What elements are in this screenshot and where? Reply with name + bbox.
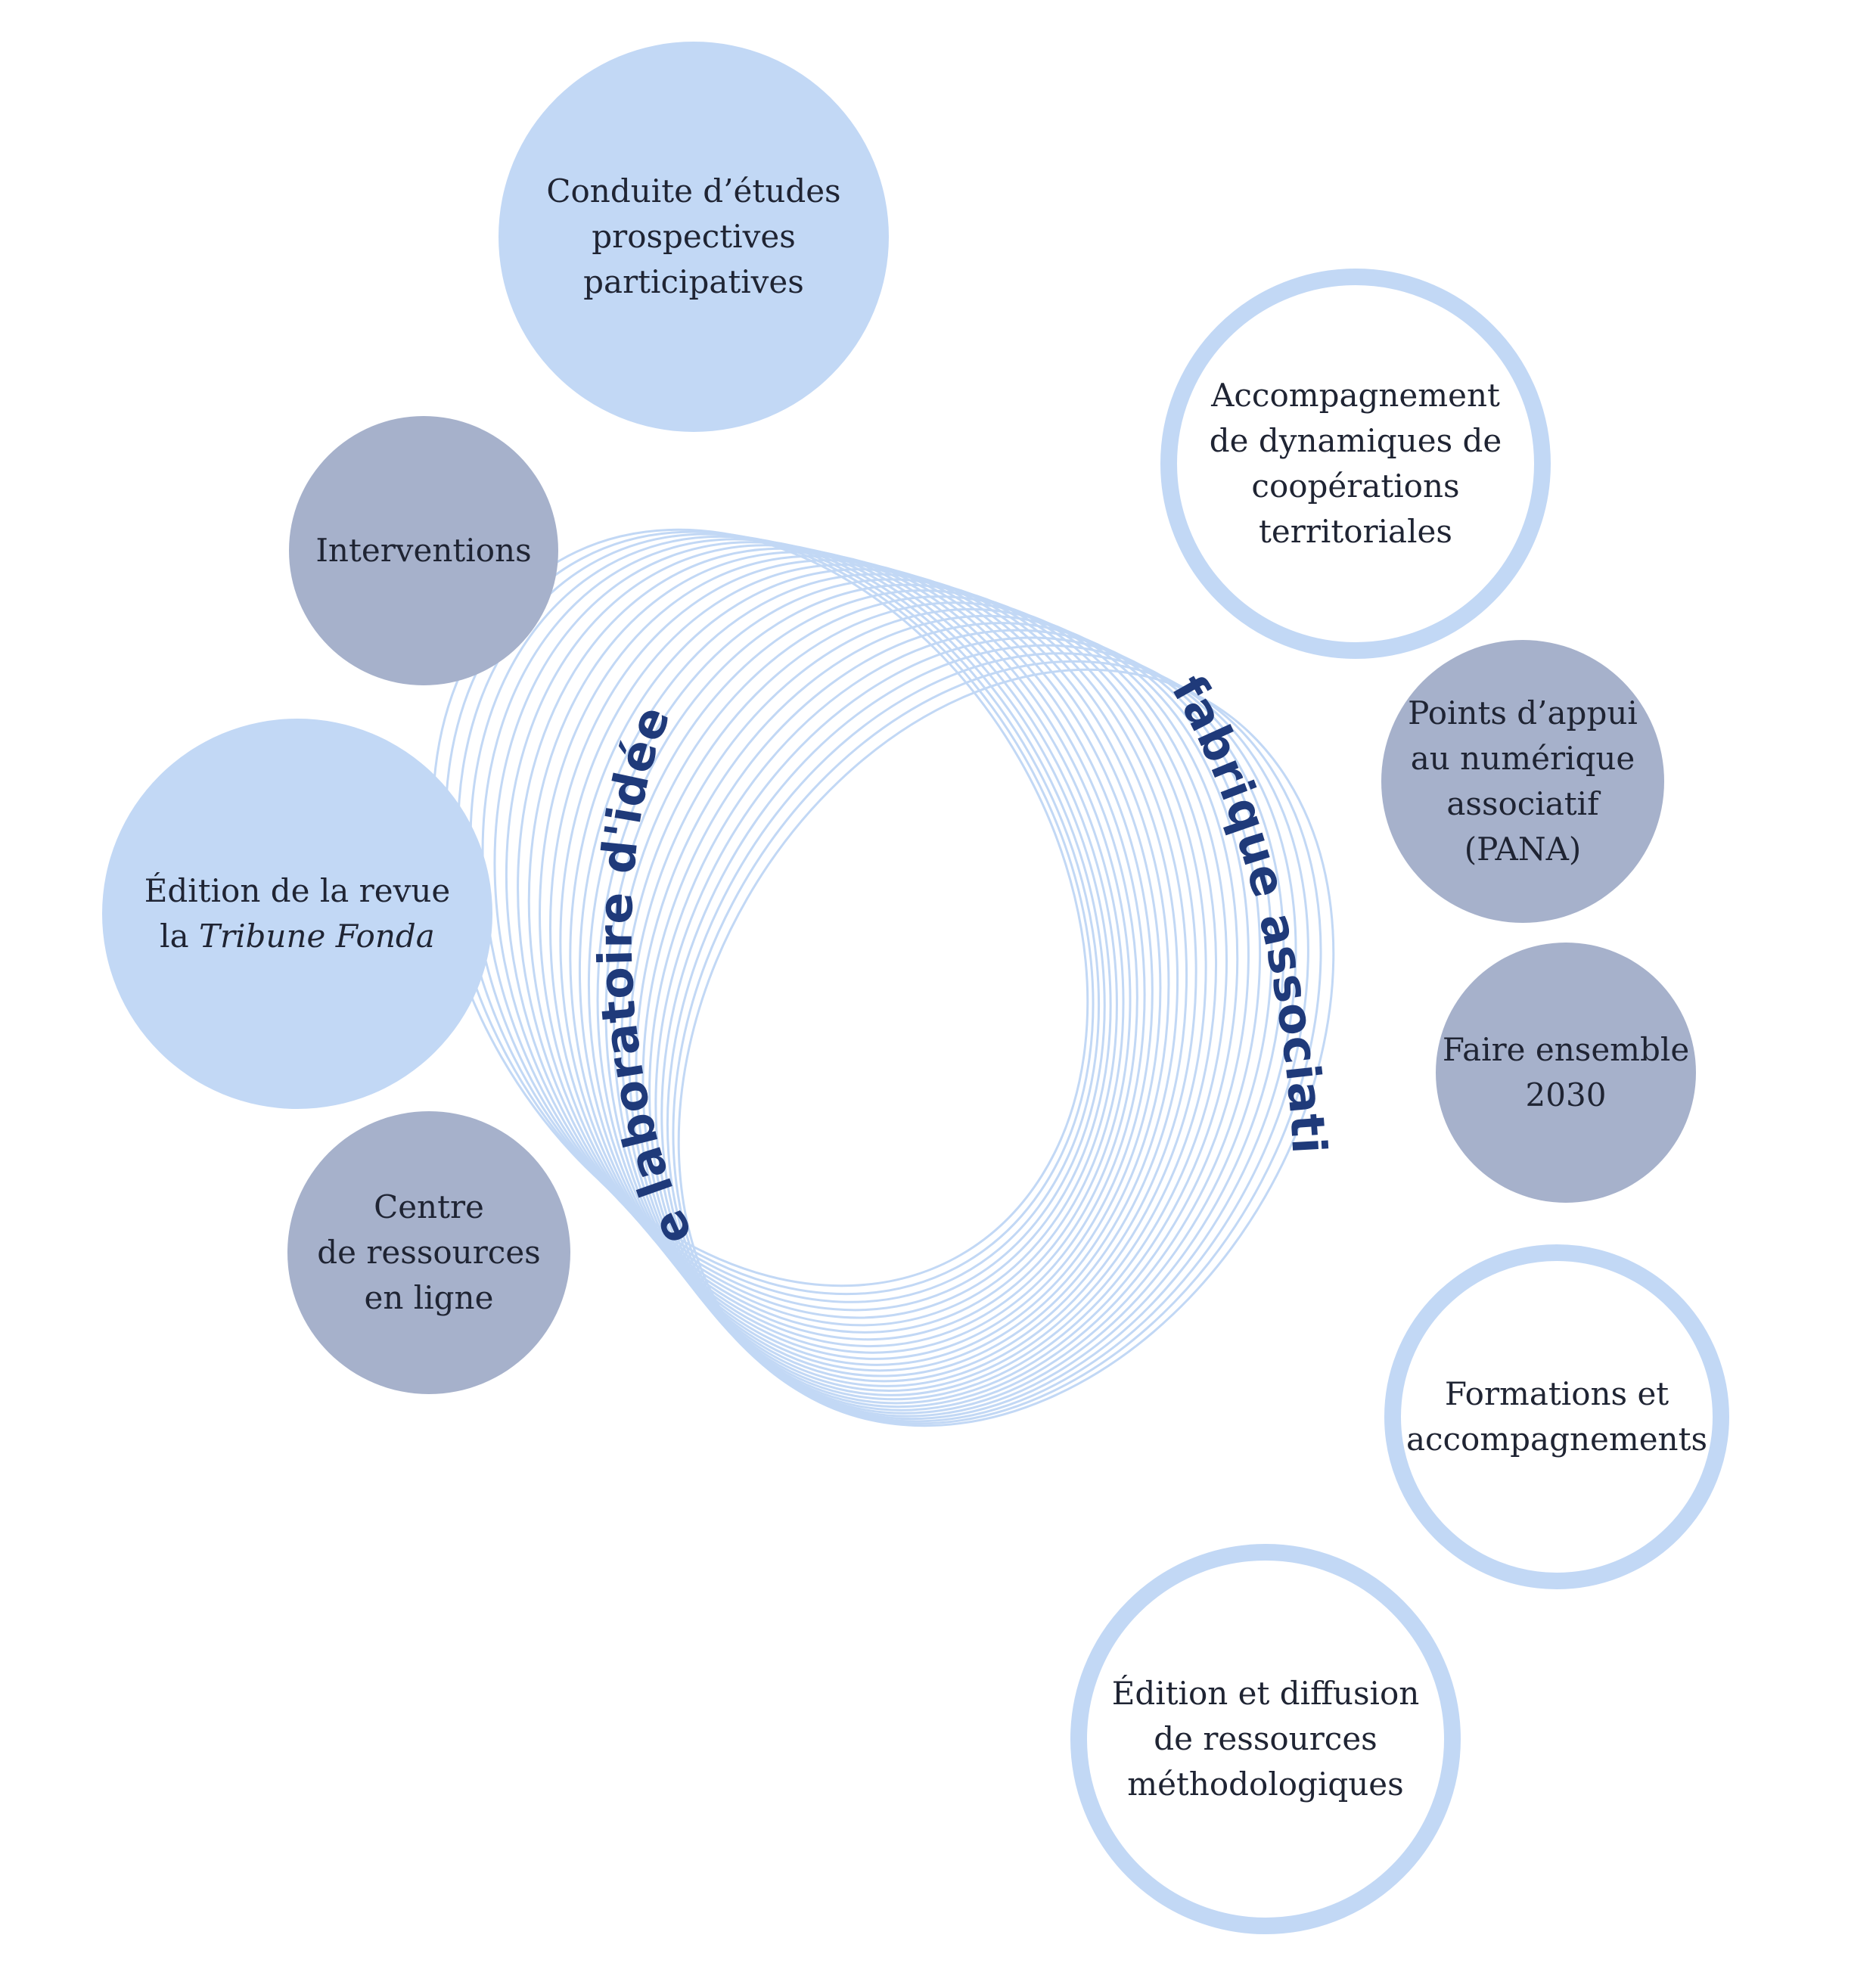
spiro-ellipse bbox=[604, 589, 1207, 1392]
node-label-line: Formations et bbox=[1445, 1375, 1669, 1412]
node-label-line: 2030 bbox=[1526, 1076, 1607, 1113]
spiro-ellipse bbox=[444, 530, 1095, 1296]
spiro-ellipse bbox=[527, 551, 1138, 1347]
node-conduite: Conduite d’études prospectives participati… bbox=[499, 42, 889, 432]
node-label-line: Édition de la revue bbox=[144, 871, 450, 909]
spiro-ellipse bbox=[635, 614, 1250, 1409]
node-circle-outline bbox=[1160, 269, 1551, 659]
spiro-ellipse bbox=[493, 541, 1118, 1327]
spiro-ellipse bbox=[648, 629, 1273, 1415]
node-circle-filled bbox=[287, 1111, 570, 1394]
node-group: Conduite d’études prospectives participati… bbox=[102, 42, 1729, 1934]
node-circle-outline bbox=[1070, 1544, 1461, 1934]
spiro-ellipse bbox=[578, 573, 1179, 1377]
node-label-line: Conduite d’études bbox=[546, 172, 840, 210]
node-label-line: Accompagnement bbox=[1210, 377, 1500, 414]
spiro-ellipse bbox=[677, 668, 1335, 1427]
node-circle-filled bbox=[499, 42, 889, 432]
node-centre: Centre de ressources en ligne bbox=[287, 1111, 570, 1394]
node-label-line: méthodologiques bbox=[1127, 1766, 1403, 1803]
node-label-line: Points d’appui bbox=[1408, 694, 1638, 731]
spiro-ellipse bbox=[628, 608, 1239, 1405]
spiro-ellipse bbox=[569, 568, 1170, 1372]
node-circle-filled bbox=[1436, 943, 1696, 1203]
node-label-line: accompagnements bbox=[1406, 1421, 1707, 1458]
node-pana: Points d’appui au numérique associatif (PAN… bbox=[1381, 640, 1664, 923]
spiro-ellipse bbox=[539, 554, 1146, 1354]
spiro-ellipse bbox=[549, 559, 1154, 1360]
node-interventions: Interventions bbox=[289, 416, 558, 685]
node-label-line: (PANA) bbox=[1464, 831, 1582, 868]
spiro-ellipse bbox=[505, 544, 1125, 1334]
node-label-line: territoriales bbox=[1259, 513, 1452, 550]
italic-title: Tribune Fonda bbox=[199, 918, 435, 955]
node-label-line: coopérations bbox=[1251, 467, 1459, 505]
spiro-ellipse bbox=[654, 636, 1285, 1418]
node-accompagnement: Accompagnement de dynamiques de coopératio… bbox=[1160, 269, 1551, 659]
node-label-line: prospectives bbox=[592, 218, 796, 255]
spiro-ellipse bbox=[620, 601, 1228, 1401]
node-label-line: Centre bbox=[374, 1188, 484, 1225]
spiro-ellipse bbox=[481, 538, 1112, 1319]
node-circle-outline bbox=[1384, 1244, 1729, 1589]
spiro-ellipse bbox=[517, 547, 1132, 1341]
node-formations: Formations et accompagnements bbox=[1384, 1244, 1729, 1589]
spiro-ellipse bbox=[613, 595, 1217, 1396]
node-label-line: de ressources bbox=[317, 1234, 540, 1271]
spiro-ellipse bbox=[457, 533, 1101, 1303]
node-label-line: Édition et diffusion bbox=[1112, 1674, 1420, 1712]
node-label-line: au numérique bbox=[1411, 740, 1635, 777]
spiro-ellipse bbox=[587, 578, 1188, 1383]
spiro-ellipse bbox=[431, 528, 1089, 1287]
node-label-line: associatif bbox=[1446, 785, 1601, 822]
spiro-ellipse bbox=[596, 583, 1197, 1387]
spiro-ellipse bbox=[469, 535, 1106, 1312]
spiro-ellipse bbox=[641, 622, 1262, 1412]
spiro-ellipse bbox=[559, 564, 1162, 1366]
node-circle-filled bbox=[102, 719, 492, 1109]
node-label-line: la Tribune Fonda bbox=[160, 918, 435, 955]
node-label-line: de ressources bbox=[1154, 1720, 1377, 1757]
node-label-line: Interventions bbox=[315, 532, 531, 569]
node-label-line: en ligne bbox=[365, 1279, 494, 1316]
node-label-line: participatives bbox=[583, 263, 804, 300]
node-tribune: Édition de la revue la Tribune Fonda bbox=[102, 719, 492, 1109]
node-faire: Faire ensemble 2030 bbox=[1436, 943, 1696, 1203]
spirograph-ring bbox=[431, 528, 1335, 1427]
node-edition-diffusion: Édition et diffusion de ressources méthodo… bbox=[1070, 1544, 1461, 1934]
node-circle-filled bbox=[1381, 640, 1664, 923]
node-circle-filled bbox=[289, 416, 558, 685]
node-label-line: de dynamiques de bbox=[1210, 422, 1502, 459]
node-label-line: Faire ensemble bbox=[1443, 1031, 1689, 1068]
